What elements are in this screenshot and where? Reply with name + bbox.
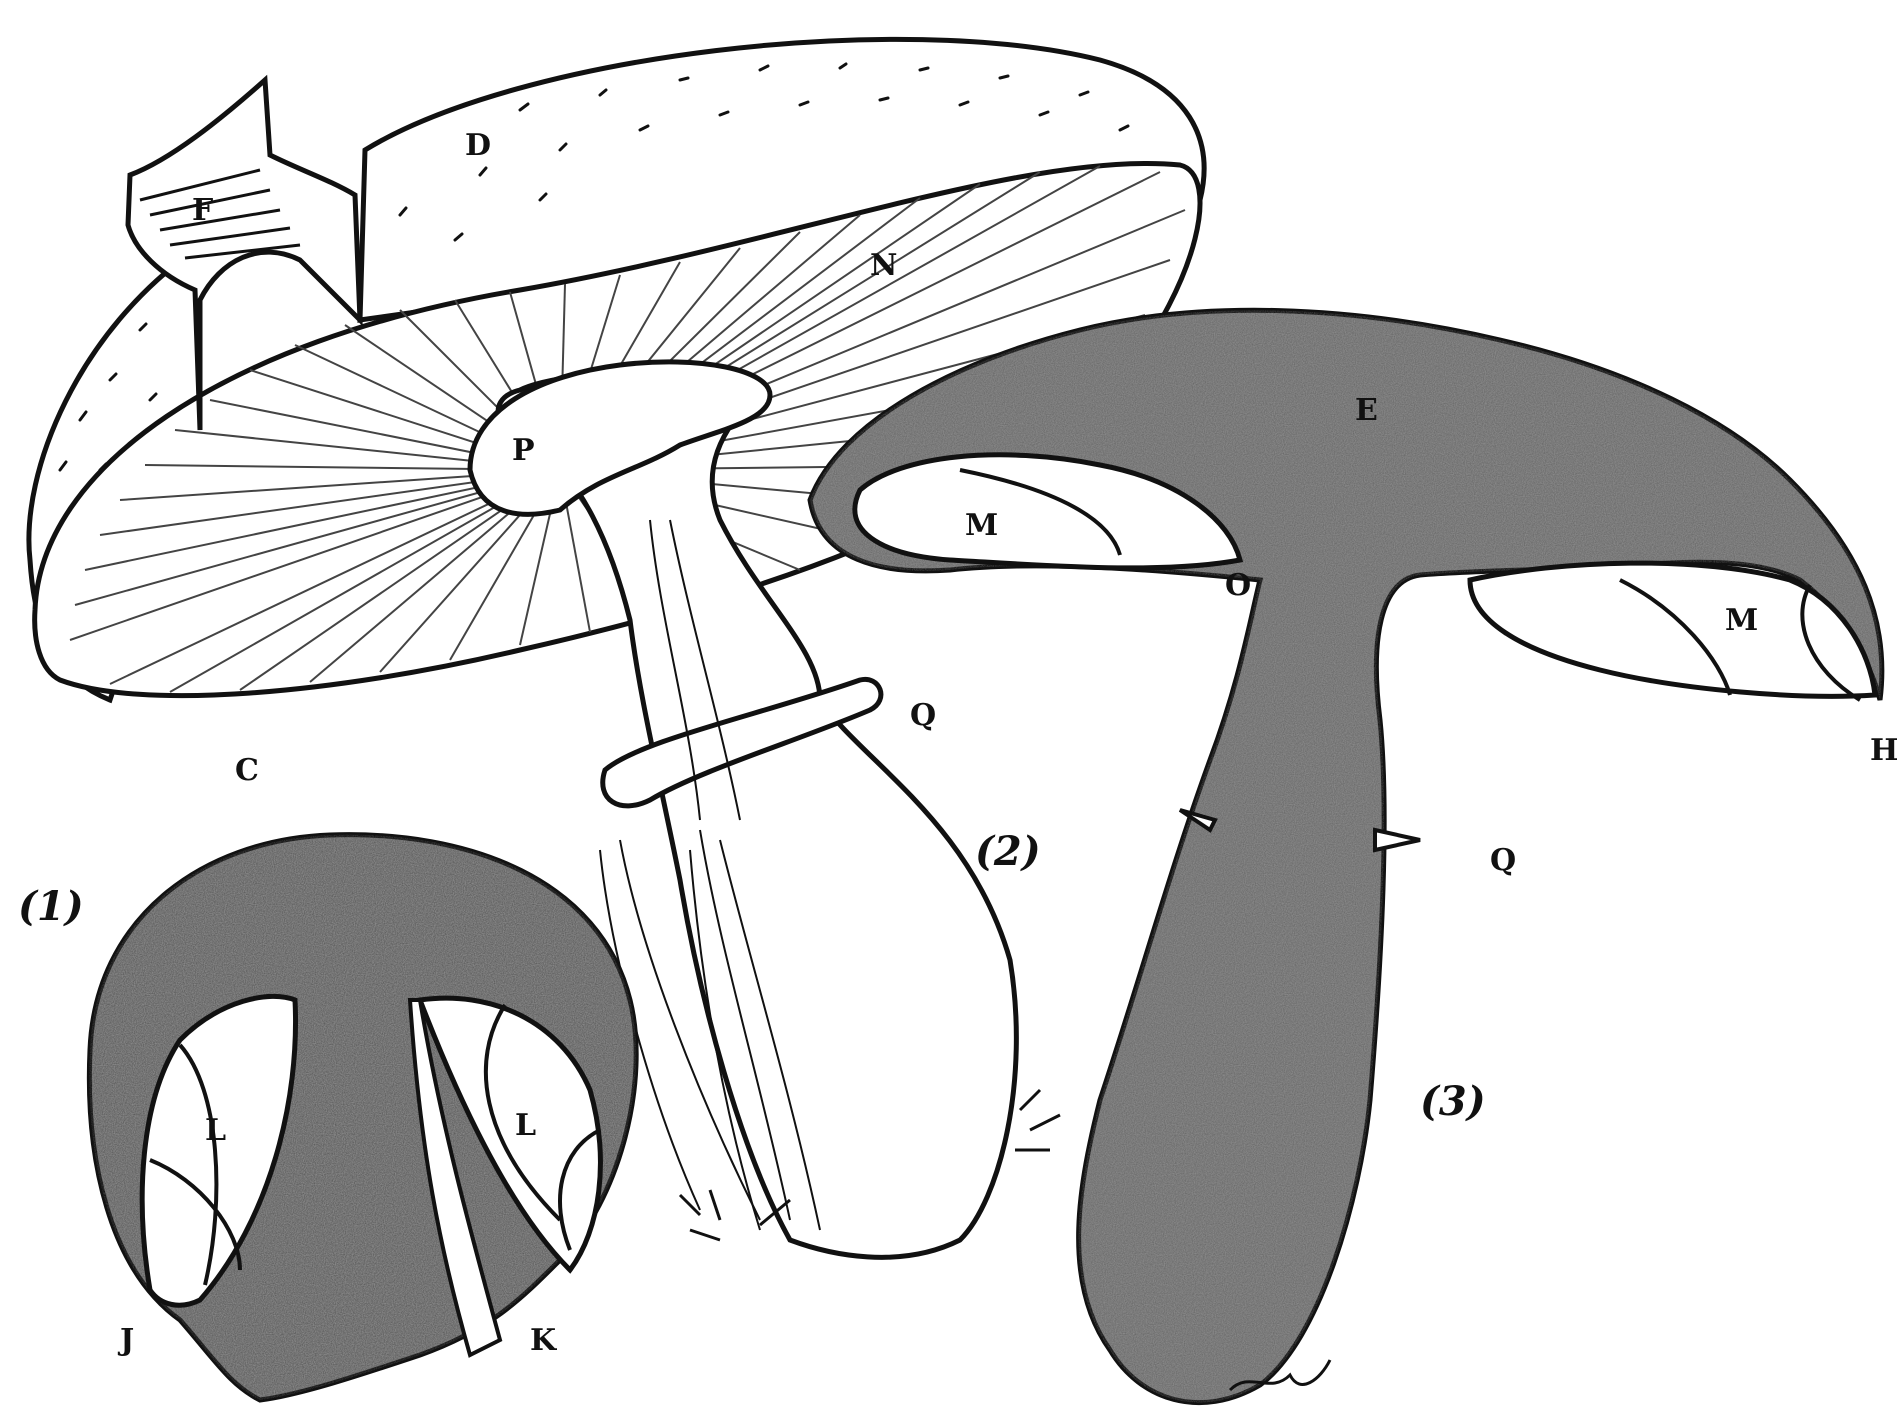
label-M2: M bbox=[1725, 603, 1758, 638]
label-O: O bbox=[1225, 568, 1251, 603]
label-L1: L bbox=[205, 1113, 226, 1148]
label-C: C bbox=[235, 753, 259, 788]
label-D: D bbox=[465, 128, 491, 163]
figure-1-button bbox=[89, 835, 636, 1400]
label-N: N bbox=[870, 248, 897, 283]
label-Q1: Q bbox=[910, 698, 936, 733]
label-E: E bbox=[1355, 393, 1378, 428]
ring-spur-right bbox=[1375, 830, 1420, 850]
label-H: H bbox=[1870, 733, 1898, 768]
label-P: P bbox=[512, 433, 535, 468]
label-F: F bbox=[192, 193, 213, 228]
figure-number-3: (3) bbox=[1420, 1078, 1486, 1125]
label-K: K bbox=[530, 1323, 557, 1358]
label-M1: M bbox=[965, 508, 998, 543]
figure-number-2: (2) bbox=[975, 828, 1041, 875]
label-L2: L bbox=[515, 1108, 536, 1143]
label-J: J bbox=[117, 1323, 134, 1358]
figure-3-section bbox=[810, 310, 1882, 1402]
figure-number-1: (1) bbox=[18, 883, 84, 930]
label-Q2: Q bbox=[1490, 843, 1516, 878]
